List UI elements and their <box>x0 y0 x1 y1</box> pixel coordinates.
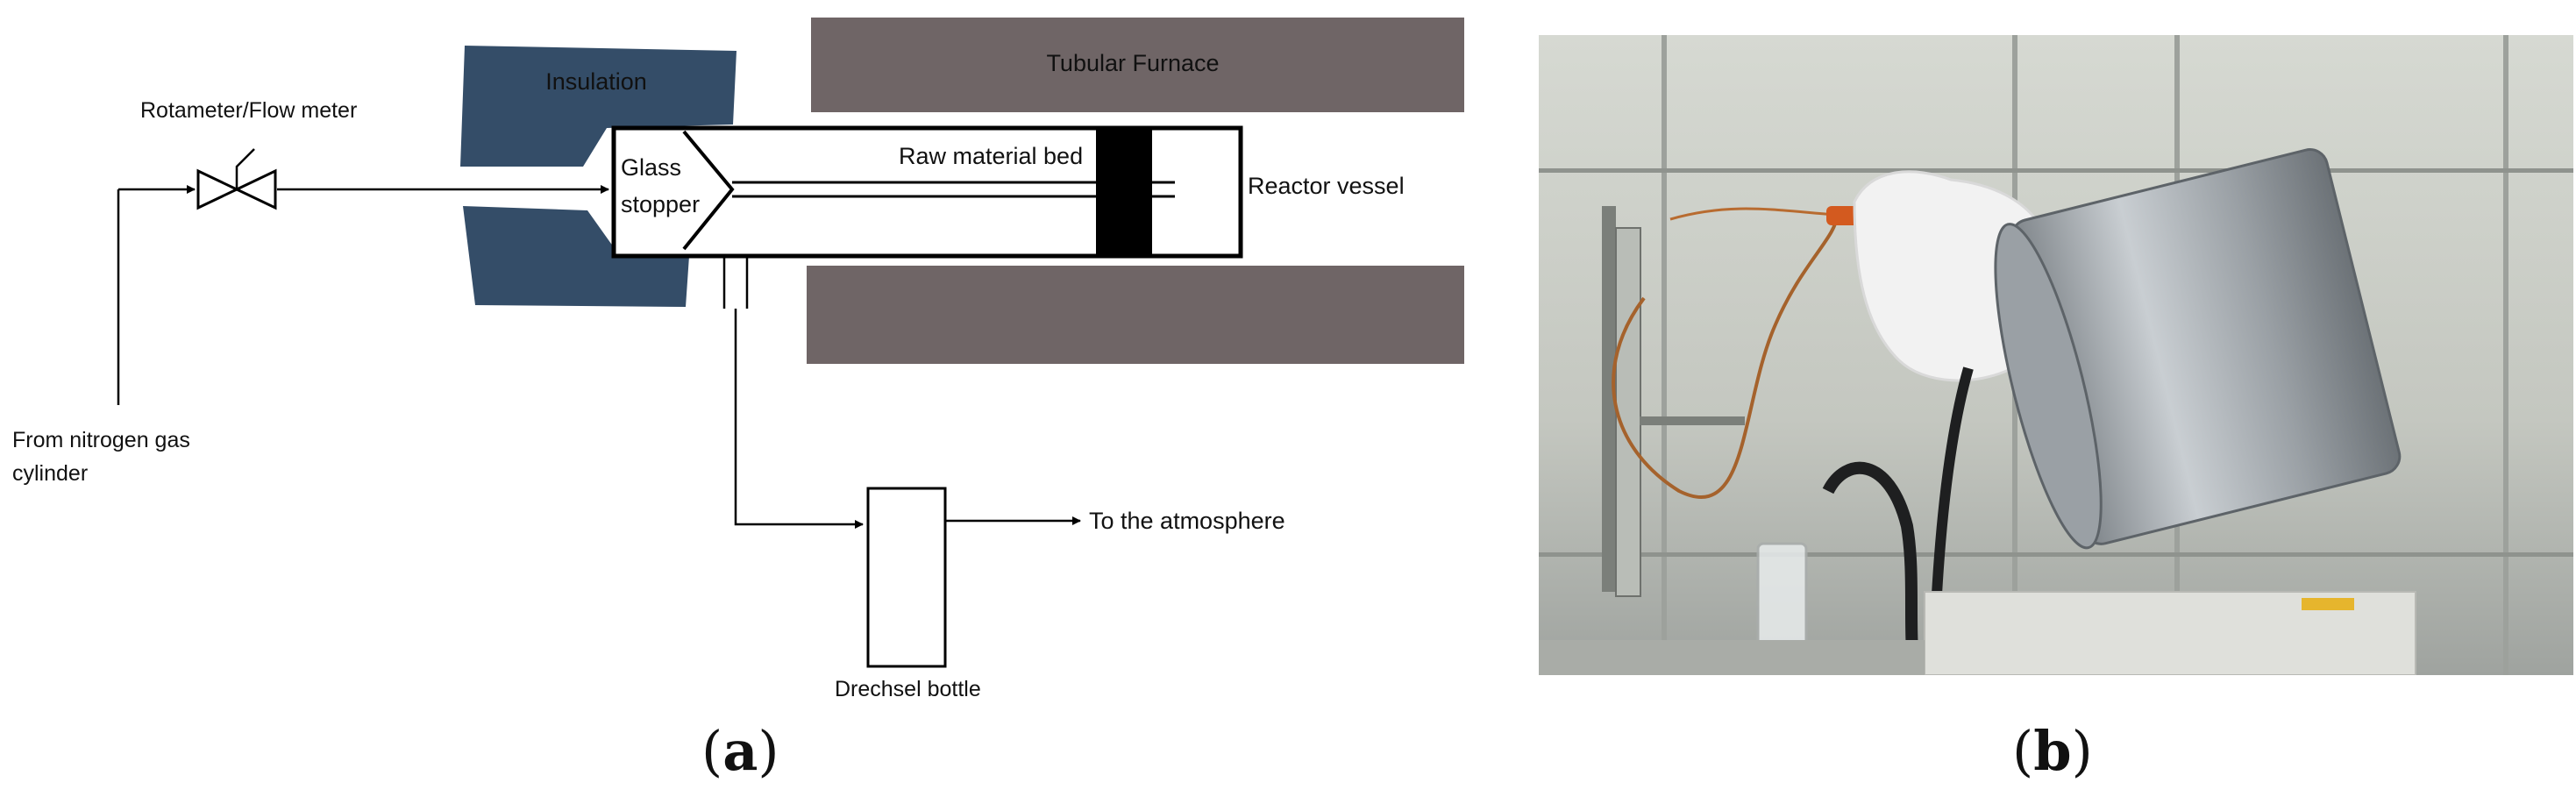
caption-a-open: ( <box>701 719 723 783</box>
glass-stopper-label-line1: Glass <box>621 154 681 181</box>
schematic-panel: Tubular Furnace Insulation Glass stopper… <box>12 18 1464 701</box>
caption-a-close: ) <box>758 719 779 783</box>
furnace-bottom-block <box>807 266 1464 364</box>
flow-meter-tube <box>1615 227 1641 597</box>
furnace-top-block <box>811 18 1464 112</box>
schematic-diagram: Tubular Furnace Insulation Glass stopper… <box>12 18 1464 701</box>
insulation-bottom-block <box>463 206 689 307</box>
tubular-furnace-label: Tubular Furnace <box>1046 50 1219 76</box>
valve-right-triangle <box>233 168 277 210</box>
outlet-line-to-bottle <box>734 309 864 529</box>
caption-a: (a) <box>701 719 779 783</box>
thermocouple-lead <box>1669 207 1838 221</box>
glass-beaker <box>1756 542 1808 651</box>
hood-frame-right <box>2503 35 2508 675</box>
support-stand-rod <box>1602 206 1616 592</box>
thermocouple-wire <box>1612 214 1839 499</box>
caption-b: (b) <box>2012 719 2093 783</box>
hood-rail-lower <box>1539 552 2573 557</box>
to-atmosphere-label: To the atmosphere <box>1089 508 1285 534</box>
insulation-label: Insulation <box>545 68 647 95</box>
caption-b-close: ) <box>2071 719 2093 783</box>
exhaust-hose <box>1822 461 1922 677</box>
raw-material-bed <box>1096 127 1152 257</box>
furnace-cylinder <box>1994 148 2402 550</box>
controller-label-strip <box>2302 598 2354 610</box>
hood-rail-upper <box>1539 168 2573 173</box>
lab-bench <box>1539 640 1925 675</box>
insulation-top-block <box>460 46 737 167</box>
hood-frame-left <box>1662 35 1667 675</box>
drechsel-bottle <box>866 487 947 668</box>
raw-material-bed-label: Raw material bed <box>899 143 1083 169</box>
nitrogen-source-label-line2: cylinder <box>12 461 88 486</box>
glass-stopper-label-line2: stopper <box>621 191 700 217</box>
apparatus-photo <box>1539 35 2573 677</box>
valve-stem <box>235 148 255 189</box>
glass-stopper-chevron <box>682 130 735 251</box>
caption-b-open: ( <box>2012 719 2034 783</box>
nitrogen-source-label-line1: From nitrogen gas <box>12 428 190 452</box>
photo-panel <box>1539 35 2573 677</box>
valve-left-triangle <box>196 168 240 210</box>
rotameter-label: Rotameter/Flow meter <box>140 98 357 123</box>
drechsel-bottle-label: Drechsel bottle <box>835 677 981 701</box>
caption-b-letter: b <box>2033 719 2072 783</box>
stand-clamp-arm <box>1640 416 1745 425</box>
reactor-vessel-label: Reactor vessel <box>1248 173 1405 199</box>
caption-a-letter: a <box>722 719 758 783</box>
